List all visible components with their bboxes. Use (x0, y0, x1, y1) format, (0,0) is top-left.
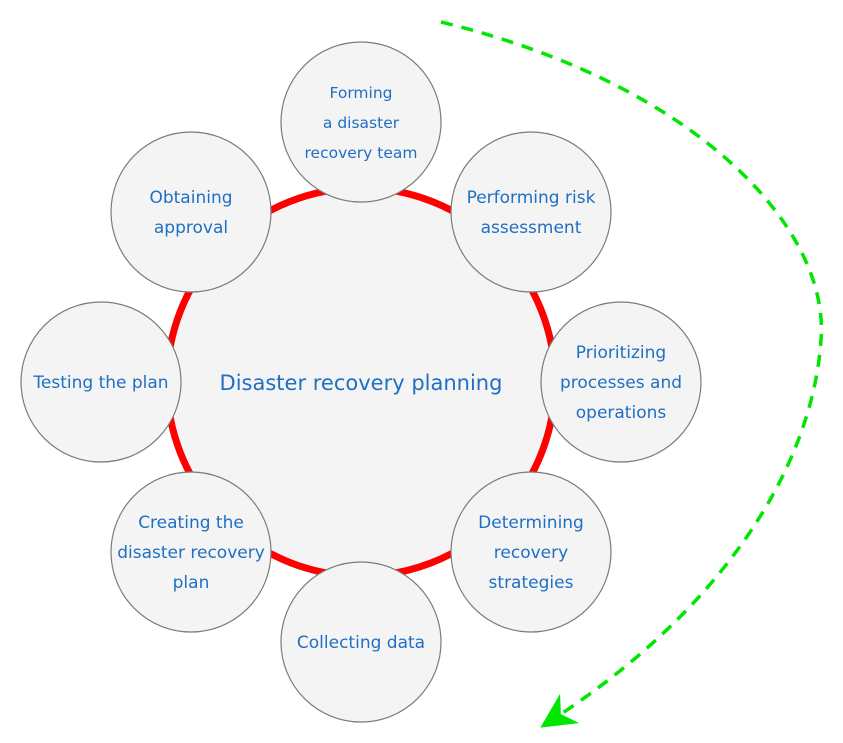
step-circle (280, 41, 442, 203)
step-node: Prioritizing processes and operations (540, 301, 702, 463)
step-circle (20, 301, 182, 463)
step-node: Testing the plan (20, 301, 182, 463)
step-label-line: operations (576, 403, 667, 423)
step-label-line: Testing the plan (32, 373, 168, 393)
step-label-line: Determining (478, 513, 584, 533)
step-circle (280, 561, 442, 723)
step-label-line: Prioritizing (576, 343, 666, 363)
step-label-line: Obtaining (149, 188, 232, 208)
step-circle (540, 301, 702, 463)
step-circle (110, 471, 272, 633)
step-label-line: recovery team (305, 144, 418, 162)
step-circle (450, 471, 612, 633)
step-label-line: a disaster (323, 114, 400, 132)
step-label-line: approval (154, 218, 228, 238)
step-label-line: processes and (560, 373, 682, 393)
center-title: Disaster recovery planning (220, 371, 503, 395)
step-node: Collecting data (280, 561, 442, 723)
step-node: Creating the disaster recovery plan (110, 471, 272, 633)
step-label-line: disaster recovery (117, 543, 265, 563)
step-label-line: strategies (489, 573, 574, 593)
step-node: Forming a disaster recovery team (280, 41, 442, 203)
step-circle (110, 131, 272, 293)
step-circle (450, 131, 612, 293)
step-label-line: Forming (329, 84, 392, 102)
step-label-line: Performing risk (467, 188, 596, 208)
cycle-direction-arrow (440, 20, 824, 728)
step-node: Obtaining approval (110, 131, 272, 293)
step-label-line: Creating the (138, 513, 244, 533)
step-label-line: assessment (481, 218, 582, 238)
step-node: Performing risk assessment (450, 131, 612, 293)
step-label-line: plan (173, 573, 210, 593)
step-label-line: recovery (494, 543, 568, 563)
step-node: Determining recovery strategies (450, 471, 612, 633)
step-label-line: Collecting data (297, 633, 425, 653)
